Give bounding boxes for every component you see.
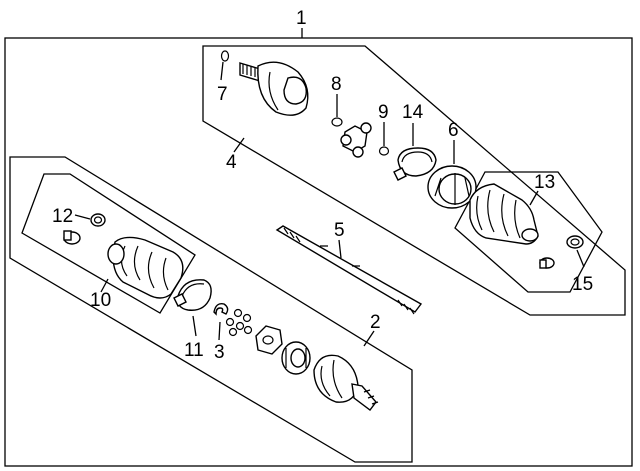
- callout-3: 3: [214, 342, 225, 363]
- callout-11: 11: [184, 340, 204, 361]
- callout-15: 15: [572, 274, 593, 295]
- clamp-11: [173, 279, 212, 311]
- leader-lines: [74, 28, 585, 347]
- ring-6: [427, 165, 477, 209]
- ring-8: [331, 117, 343, 127]
- outer-boot-10: [107, 236, 184, 299]
- outer-cv-joint: [313, 354, 379, 411]
- callout-6: 6: [448, 120, 459, 141]
- callout-5: 5: [334, 220, 345, 241]
- upper-inner-joint-group: [202, 45, 626, 316]
- bearing-balls: [225, 308, 253, 337]
- inner-boot-kit-group: [454, 171, 603, 293]
- boot-clamp-small-a: [539, 257, 555, 269]
- outer-boot-clamp-12: [90, 213, 106, 227]
- callout-4: 4: [226, 152, 237, 173]
- callout-7: 7: [217, 84, 228, 105]
- tripod-spider: [340, 122, 372, 158]
- inner-joint-housing: [239, 61, 309, 116]
- callout-8: 8: [331, 74, 342, 95]
- ring-9: [378, 146, 390, 156]
- callout-9: 9: [378, 102, 389, 123]
- callout-1: 1: [296, 8, 307, 29]
- halfshaft-5: [275, 225, 423, 315]
- callout-10: 10: [90, 290, 111, 311]
- snap-ring-7: [220, 50, 230, 62]
- callout-12: 12: [52, 206, 73, 227]
- callout-14: 14: [402, 102, 424, 123]
- callout-13: 13: [534, 172, 555, 193]
- clamp-14: [393, 147, 437, 181]
- inner-boot-13: [469, 183, 539, 245]
- inner-race: [255, 325, 283, 355]
- outer-frame: [4, 37, 633, 467]
- bearing-cage: [281, 341, 311, 375]
- callout-2: 2: [370, 312, 381, 333]
- snap-ring-3: [213, 302, 229, 316]
- outer-boot-clamp-a: [63, 230, 81, 245]
- boot-clamp-15: [566, 235, 584, 249]
- lower-shaft-group: [9, 156, 413, 463]
